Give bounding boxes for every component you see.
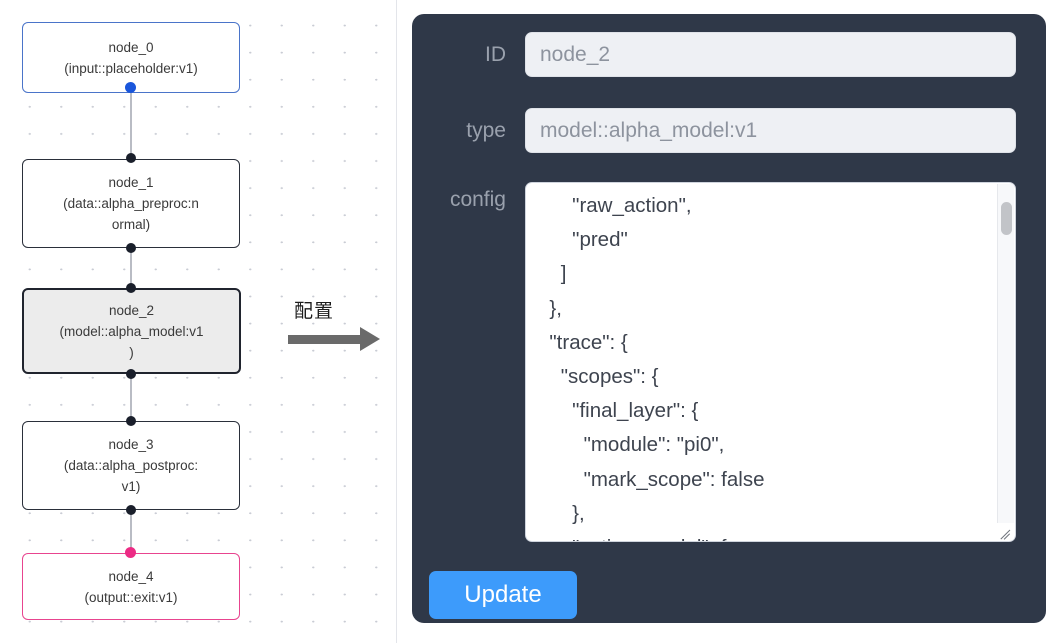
- edge-node0-node1: [130, 90, 132, 162]
- arrow-line-icon: [288, 335, 362, 344]
- config-textarea-wrapper[interactable]: "raw_action", "pred" ] }, "trace": { "sc…: [525, 182, 1016, 542]
- edge-node1-node2: [130, 248, 132, 298]
- arrow-label: 配置: [294, 300, 335, 322]
- field-row-type: type: [412, 108, 1016, 153]
- graph-canvas[interactable]: node_0 (input::placeholder:v1) node_1 (d…: [0, 0, 397, 643]
- edge-node2-node3: [130, 374, 132, 422]
- node3-output-port[interactable]: [126, 505, 136, 515]
- config-textarea-scrollbar[interactable]: [997, 184, 1014, 540]
- graph-node-label: node_0 (input::placeholder:v1): [64, 39, 198, 76]
- node0-output-port[interactable]: [125, 82, 136, 93]
- field-row-id: ID: [412, 32, 1016, 77]
- node-config-panel-body: ID type config "raw_action", "pred" ] },…: [412, 14, 1046, 623]
- config-arrow-annotation: 配置: [286, 296, 392, 358]
- node4-input-port[interactable]: [125, 547, 136, 558]
- node1-input-port[interactable]: [126, 153, 136, 163]
- update-button[interactable]: Update: [429, 571, 577, 619]
- graph-node-node_4[interactable]: node_4 (output::exit:v1): [22, 553, 240, 620]
- node3-input-port[interactable]: [126, 416, 136, 426]
- id-field-label: ID: [485, 42, 506, 66]
- node-config-panel: ID type config "raw_action", "pred" ] },…: [412, 14, 1046, 623]
- type-field-label: type: [466, 118, 506, 142]
- graph-node-label: node_1 (data::alpha_preproc:n ormal): [63, 175, 199, 232]
- config-textarea-resize-handle[interactable]: [997, 523, 1014, 541]
- field-row-config: config "raw_action", "pred" ] }, "trace"…: [412, 182, 1016, 542]
- graph-node-label: node_4 (output::exit:v1): [84, 568, 178, 605]
- graph-node-label: node_3 (data::alpha_postproc: v1): [63, 437, 199, 494]
- graph-node-node_1[interactable]: node_1 (data::alpha_preproc:n ormal): [22, 159, 240, 248]
- node2-output-port[interactable]: [126, 369, 136, 379]
- config-textarea-scroll-thumb[interactable]: [1001, 202, 1012, 235]
- graph-node-node_2[interactable]: node_2 (model::alpha_model:v1 ): [22, 288, 241, 374]
- graph-node-node_3[interactable]: node_3 (data::alpha_postproc: v1): [22, 421, 240, 510]
- arrow-head-icon: [360, 327, 380, 351]
- config-field-label: config: [449, 188, 506, 211]
- id-input[interactable]: [525, 32, 1016, 77]
- type-input[interactable]: [525, 108, 1016, 153]
- canvas-panel-divider: [396, 0, 397, 643]
- node2-input-port[interactable]: [126, 283, 136, 293]
- node1-output-port[interactable]: [126, 243, 136, 253]
- edge-node3-node4: [130, 509, 132, 551]
- config-textarea[interactable]: "raw_action", "pred" ] }, "trace": { "sc…: [549, 194, 765, 541]
- graph-node-label: node_2 (model::alpha_model:v1 ): [59, 302, 204, 360]
